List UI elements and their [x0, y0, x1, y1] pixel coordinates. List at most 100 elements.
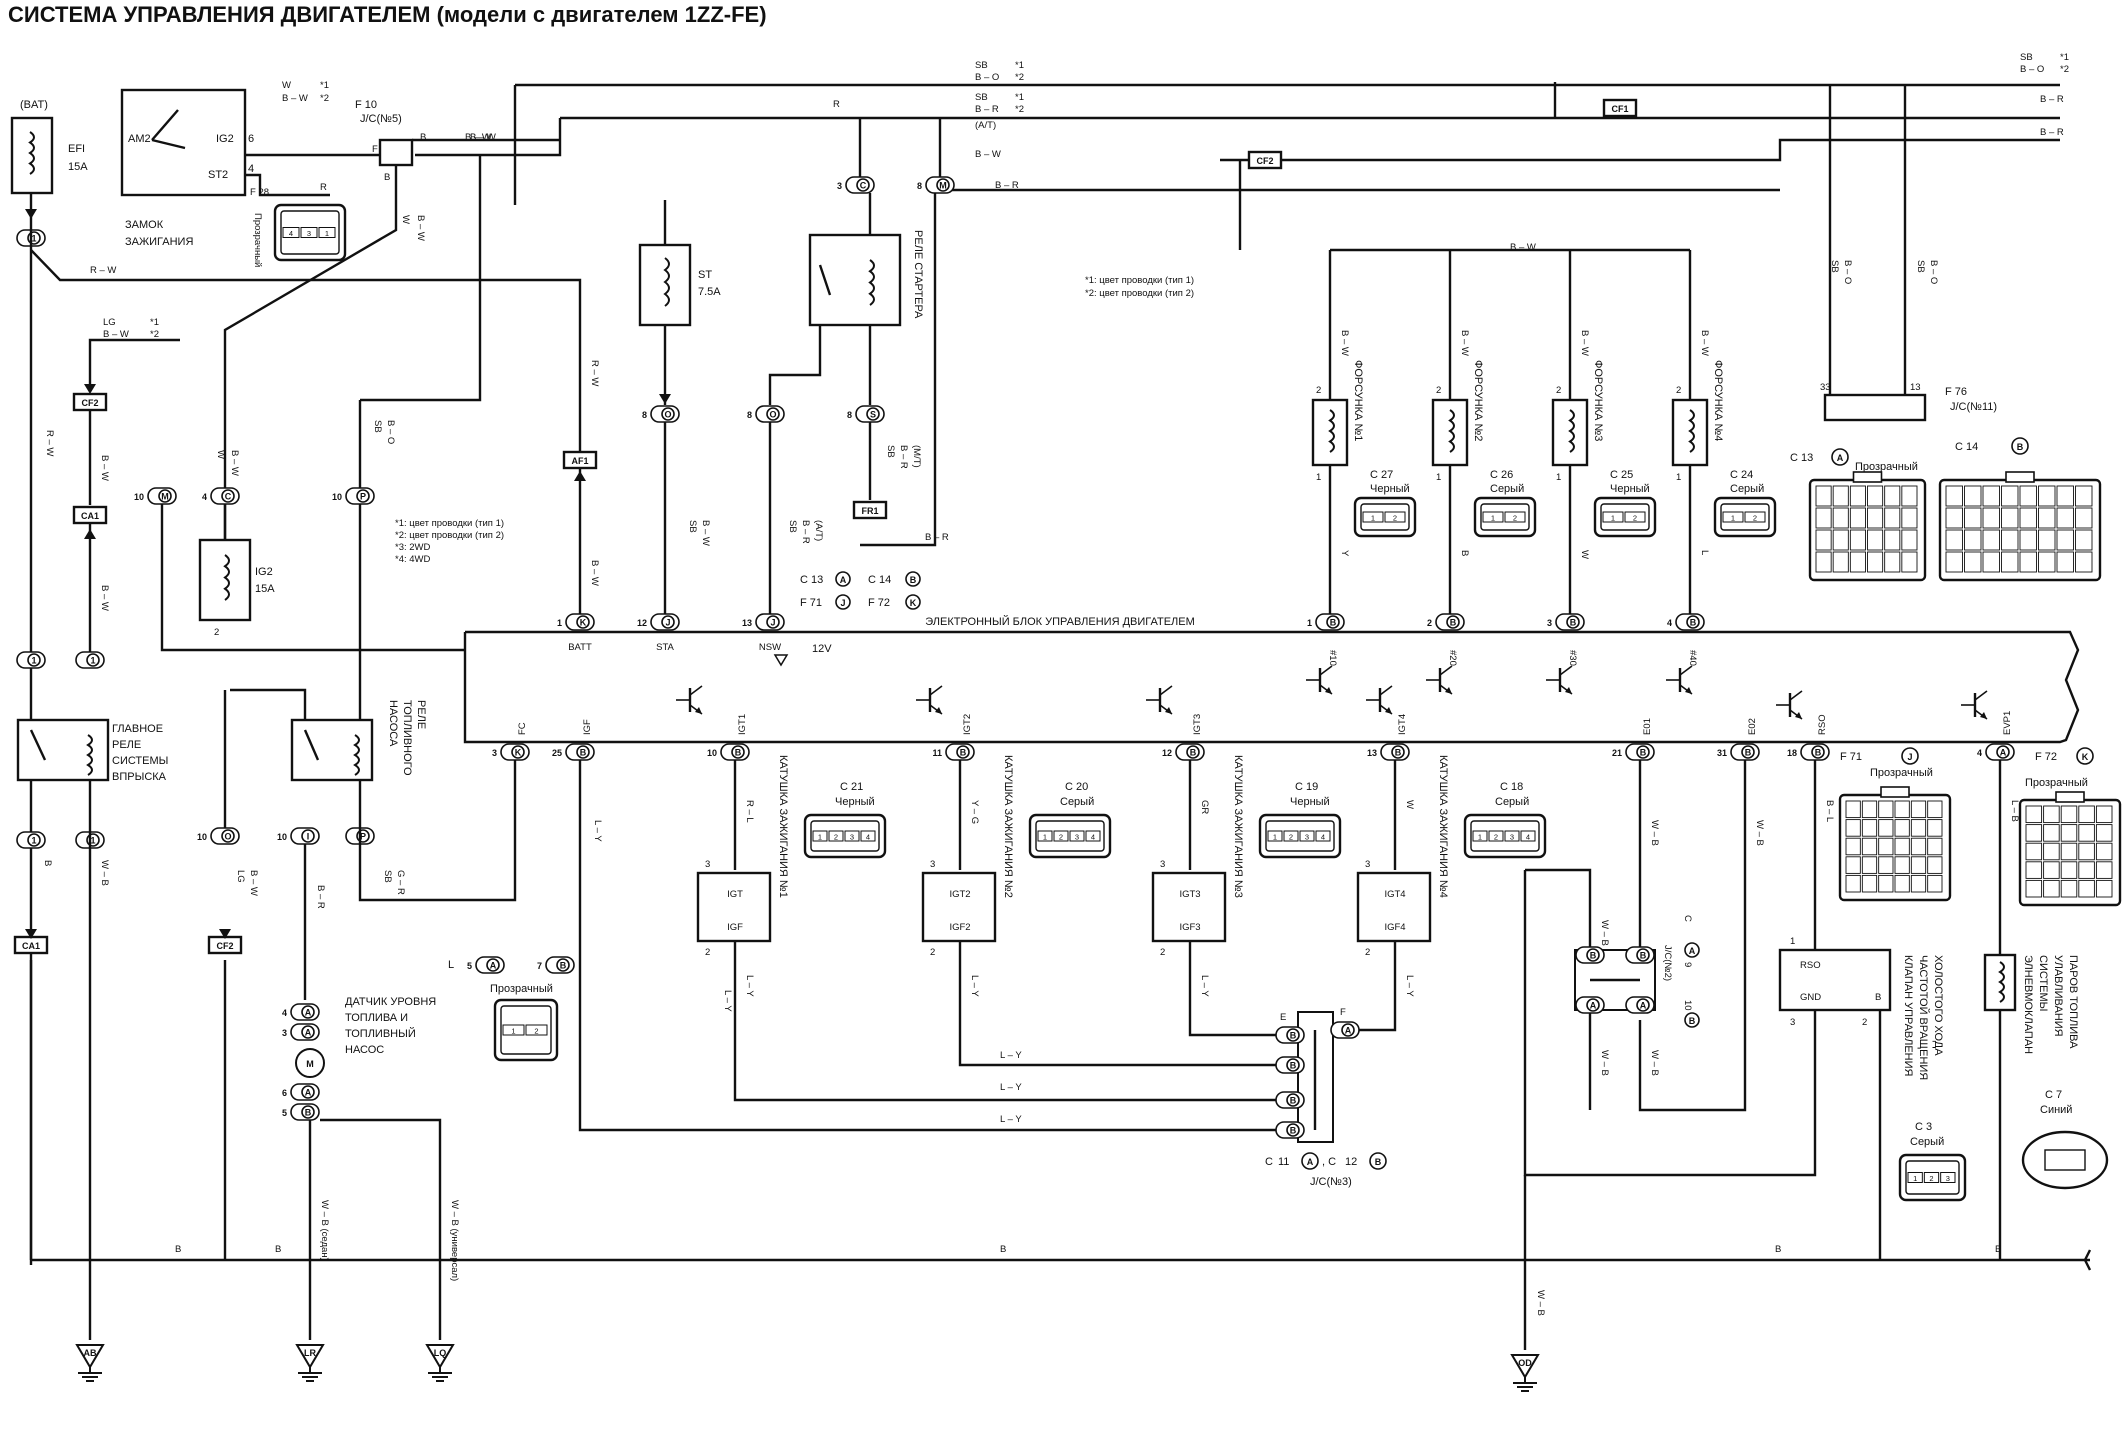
fuse-cf2-left: CF2 — [72, 392, 108, 412]
pin-number: 2 — [1427, 618, 1432, 628]
evap-coil-icon — [1998, 961, 2005, 1003]
pin-letter: C — [860, 181, 867, 191]
connector-pin-number: 1 — [1371, 514, 1375, 523]
connector-cavity — [2056, 529, 2074, 551]
jc3-letter: E — [1280, 1012, 1286, 1023]
note-top-2: *2: цвет проводки (тип 2) — [1085, 288, 1194, 299]
pin-number: 3 — [837, 181, 842, 191]
connector-cavity — [1910, 837, 1927, 856]
pin-3c: C3 — [837, 176, 875, 194]
connector-pin — [1362, 511, 1384, 523]
injector-connector-code: C 26 — [1490, 469, 1513, 481]
connector-cavity — [2078, 879, 2095, 898]
transistor-arrow — [1385, 707, 1392, 714]
jc2-pin: A — [1625, 996, 1655, 1014]
pin-letter: A — [305, 1028, 312, 1038]
pin-letter-circle — [936, 178, 950, 192]
pin-number: 12 — [637, 618, 647, 628]
wire-color-label: L – Y — [1199, 975, 1210, 997]
cf2-arrow-icon — [84, 384, 96, 394]
idle-valve-label: ЧАСТОТОЙ ВРАЩЕНИЯ — [1917, 955, 1930, 1080]
transistor-collector — [689, 685, 703, 696]
ecu-bottom-pin: B11 — [932, 743, 975, 761]
connector-cavity — [1867, 485, 1884, 507]
ignition-pin4: 4 — [248, 163, 254, 175]
injector-connector-code: C 27 — [1370, 469, 1393, 481]
coil-connector-code: C 21 — [840, 781, 863, 793]
conn-letter-circle — [1901, 747, 1919, 765]
pin-number: 4 — [282, 1008, 287, 1018]
connector-cavity — [2060, 842, 2078, 861]
connector-cavity — [2095, 805, 2113, 824]
connector-cavity — [2019, 485, 2037, 507]
connector-cavity — [1901, 551, 1918, 573]
pin-letter: A — [1345, 1026, 1352, 1036]
ecu-terminal-label: #30 — [1567, 650, 1578, 666]
evap-connector-code: C 7 — [2045, 1089, 2062, 1101]
connector-pin — [1940, 1172, 1956, 1183]
connector-pin-number: 2 — [1633, 514, 1637, 523]
pin-letter-circle — [956, 745, 970, 759]
connector-cavity — [1845, 837, 1861, 856]
ecu-terminal-label: #40 — [1687, 650, 1698, 666]
transistor-arrow — [1165, 707, 1172, 714]
wire-color-label: Y – G — [969, 800, 980, 824]
pin-8s: S8 — [847, 405, 885, 423]
connector-pin-number: 1 — [1913, 1174, 1917, 1183]
fuel-sender-label: ДАТЧИК УРОВНЯ — [345, 996, 436, 1008]
wire-color-label: W – B — [1649, 820, 1660, 846]
ecu-conn-c13: C 13 — [800, 574, 823, 586]
pin-number: 2 — [1365, 947, 1370, 958]
connector-cavity — [2025, 805, 2043, 824]
pin-number: 4 — [1977, 748, 1982, 758]
connector-pin — [1520, 830, 1536, 842]
conn-letter: J — [840, 598, 845, 608]
ecu-top-pin: B1 — [1307, 613, 1345, 631]
conn-letter: B — [910, 575, 917, 585]
pin-letter-circle — [1341, 1023, 1355, 1037]
connector-cavity — [1982, 485, 2000, 507]
transistor-arrow — [1445, 687, 1452, 694]
fuse-label: CF2 — [216, 941, 233, 951]
connector-pin-number: 3 — [1075, 833, 1079, 842]
wire-color-label: B – O — [1928, 260, 1939, 284]
wire-br-fr1 — [860, 190, 937, 547]
pin-letter: 1 — [90, 836, 95, 846]
jc3-pin-b: B — [1275, 1121, 1305, 1139]
wire-color-label: L – Y — [1000, 1114, 1022, 1125]
fuse-fr1: FR1 — [852, 500, 888, 520]
wire-color-label: B – W — [465, 132, 491, 143]
connector-cavity — [1894, 819, 1910, 837]
ignition-switch-box — [120, 88, 247, 197]
wire-wb-univ — [320, 1118, 442, 1340]
conn-letter-circle — [905, 594, 921, 610]
ground-triangle — [75, 1344, 105, 1369]
connector-cavity — [2060, 824, 2078, 842]
conn-l-pin-a: A5 — [467, 956, 505, 974]
note-marker: *1 — [2060, 52, 2069, 63]
jc3-pin-b: B — [1275, 1056, 1305, 1074]
starter-relay-box — [808, 233, 902, 327]
jc3-pin-b: B — [1275, 1091, 1305, 1109]
ecu-diode-icon — [773, 654, 789, 667]
injector-box — [1311, 398, 1349, 467]
wire-color-label: B – O — [975, 72, 999, 83]
wire-color-label: B – W — [229, 450, 240, 476]
injector-name: ФОРСУНКА №4 — [1712, 360, 1724, 441]
wire-color-label: B — [1995, 1244, 2001, 1255]
connector-cavity — [1910, 874, 1927, 893]
connector-pin-number: 3 — [850, 833, 854, 842]
fuse-ca1-bottom: CA1 — [13, 935, 49, 955]
pin-number: 10 — [332, 492, 342, 502]
fuse-label: AF1 — [571, 456, 588, 466]
wire-color-label: B – W — [415, 215, 426, 241]
wire-color-label: B — [1000, 1244, 1006, 1255]
pin-number: 13 — [1910, 382, 1921, 393]
connector-pin-number: 2 — [1494, 833, 1498, 842]
wire-color-label: W – B — [1649, 1050, 1660, 1076]
fuse-cf2-top: CF2 — [1247, 150, 1283, 170]
conn-letter: A — [1307, 1157, 1314, 1167]
pin-number: 2 — [930, 947, 935, 958]
connector-pin — [1504, 830, 1520, 842]
